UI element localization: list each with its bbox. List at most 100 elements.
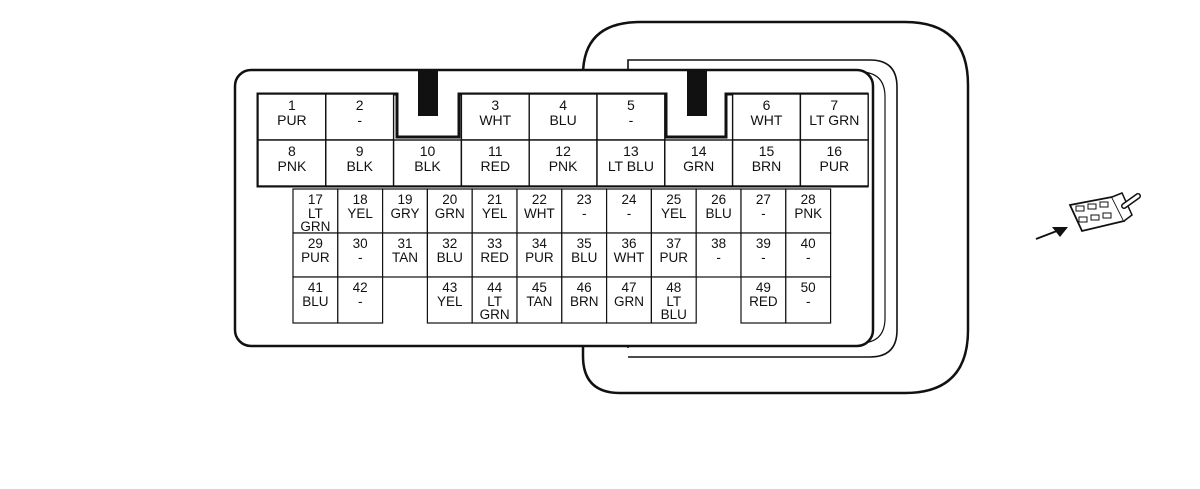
pin-cell-48 — [650, 276, 697, 324]
pin-wire-color: BRN — [570, 294, 599, 309]
pin-wire-color: PUR — [277, 112, 307, 128]
pin-wire-color: BLU — [571, 250, 597, 265]
pin-wire-color: RED — [480, 250, 509, 265]
pin-cell-12 — [528, 139, 598, 187]
pin-wire-color: PUR — [660, 250, 689, 265]
pin-number: 27 — [756, 192, 771, 207]
pin-wire-color: GRN — [614, 294, 644, 309]
pin-cell-45 — [516, 276, 563, 324]
pin-number: 9 — [356, 143, 364, 159]
pin-number: 15 — [759, 143, 775, 159]
pin-cells — [257, 93, 869, 324]
pin-cell-42 — [337, 276, 384, 324]
pin-number: 8 — [288, 143, 296, 159]
pin-cell-43 — [426, 276, 473, 324]
pin-number: 24 — [621, 192, 637, 207]
pin-wire-color: - — [806, 250, 811, 265]
pin-number: 5 — [627, 97, 635, 113]
pin-number: 11 — [488, 143, 503, 159]
pin-wire-color: - — [806, 294, 811, 309]
pin-wire-color: BRN — [752, 158, 782, 174]
pin-number: 13 — [623, 143, 639, 159]
pin-cell-27 — [740, 188, 787, 234]
pin-number: 32 — [442, 236, 457, 251]
pin-wire-color: BLK — [414, 158, 441, 174]
pin-wire-color: WHT — [751, 112, 783, 128]
pin-number: 31 — [397, 236, 412, 251]
pin-number: 38 — [711, 236, 726, 251]
pin-number: 40 — [801, 236, 816, 251]
pin-cell-47 — [605, 276, 652, 324]
pin-wire-color: GRN — [435, 206, 465, 221]
pin-number: 12 — [555, 143, 571, 159]
pin-cell-2 — [325, 93, 395, 141]
pin-number: 42 — [353, 280, 368, 295]
pin-wire-color: TAN — [526, 294, 552, 309]
pin-wire-color: PUR — [525, 250, 554, 265]
pin-wire-color: YEL — [437, 294, 463, 309]
pin-number: 21 — [487, 192, 502, 207]
pin-wire-color: - — [357, 112, 362, 128]
pin-number: 23 — [577, 192, 592, 207]
connector-inner-rail — [634, 71, 886, 344]
pin-number: 25 — [666, 192, 681, 207]
pin-wire-color: - — [358, 294, 363, 309]
pin-cell-8 — [257, 139, 327, 187]
pin-number: 4 — [559, 97, 567, 113]
pin-cell-49 — [740, 276, 787, 324]
pin-wire-color: BLU — [437, 250, 463, 265]
pin-wire-color: GRY — [390, 206, 419, 221]
pin-number: 2 — [356, 97, 364, 113]
key-tab-left — [418, 70, 438, 116]
pin-cell-19 — [382, 188, 429, 234]
pin-number: 41 — [308, 280, 323, 295]
pin-number: 29 — [308, 236, 323, 251]
pin-cell-44 — [471, 276, 518, 324]
pin-cell-25 — [650, 188, 697, 234]
pin-wire-color: - — [627, 206, 632, 221]
pin-wire-color: - — [582, 206, 587, 221]
pin-wire-color: BLK — [346, 158, 373, 174]
pin-cell-11 — [460, 139, 530, 187]
pin-cell-15 — [731, 139, 802, 187]
pin-cell-29 — [292, 232, 339, 278]
pin-cell-6 — [731, 93, 802, 141]
pin-wire-color: RED — [749, 294, 778, 309]
pin-number: 22 — [532, 192, 547, 207]
pin-cell-16 — [799, 139, 869, 187]
pin-cell-38 — [695, 232, 742, 278]
pin-number: 47 — [621, 280, 636, 295]
pin-cell-26 — [695, 188, 742, 234]
pin-wire-color: YEL — [347, 206, 373, 221]
pin-cell-28 — [785, 188, 832, 234]
pin-number: 30 — [353, 236, 368, 251]
pin-number: 46 — [577, 280, 592, 295]
pin-wire-color: BLU — [705, 206, 731, 221]
pin-number: 37 — [666, 236, 681, 251]
pin-number: 45 — [532, 280, 547, 295]
pin-number: 28 — [801, 192, 816, 207]
pin-wire-color: RED — [481, 158, 511, 174]
pin-wire-color: LT — [666, 294, 681, 309]
pin-cell-10 — [392, 139, 463, 187]
pin-number: 48 — [666, 280, 681, 295]
pin-wire-color: - — [629, 112, 634, 128]
pin-wire-color: - — [761, 250, 766, 265]
pin-number: 1 — [288, 97, 296, 113]
pin-wire-color: WHT — [524, 206, 555, 221]
pin-wire-color: - — [761, 206, 766, 221]
pin-number: 6 — [763, 97, 771, 113]
pin-number: 19 — [397, 192, 412, 207]
pin-wire-color: - — [358, 250, 363, 265]
pin-cell-4 — [528, 93, 598, 141]
pin-wire-color: BLU — [549, 112, 576, 128]
pin-wire-color: - — [716, 250, 721, 265]
pin-wire-color: GRN — [480, 307, 510, 322]
pin-wire-color: PNK — [794, 206, 822, 221]
key-tab-right — [687, 70, 707, 116]
pin-number: 17 — [308, 192, 323, 207]
pin-wire-color: LT BLU — [608, 158, 654, 174]
pin-cell-46 — [561, 276, 608, 324]
pin-wire-color: LT — [487, 294, 502, 309]
